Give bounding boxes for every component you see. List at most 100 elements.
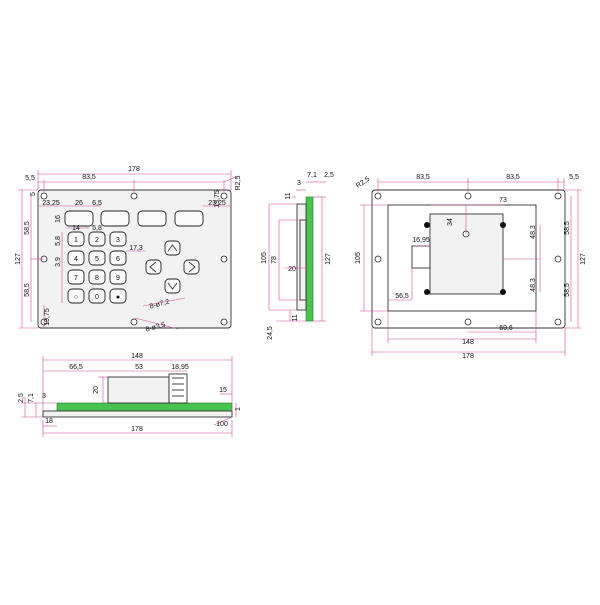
bottom-dimension-lines — [21, 356, 237, 437]
key-1-label: 1 — [74, 237, 78, 244]
front-key-gap-label: 5,8 — [55, 236, 62, 246]
arrow-up-icon — [167, 244, 178, 252]
bottom-dim-7-1-label: 7,1 — [28, 393, 35, 403]
bottom-dim-100-label: 100 — [216, 421, 228, 428]
back-standoffs — [424, 222, 506, 295]
side-thickness-3-label: 3 — [297, 180, 301, 187]
bottom-dim-66-5-label: 66,5 — [69, 364, 83, 371]
key-9 — [109, 269, 127, 285]
arrow-up-key — [164, 240, 181, 256]
front-plate — [37, 189, 232, 329]
arrow-right-key — [183, 259, 200, 275]
back-dim-34-label: 34 — [447, 218, 454, 226]
key-7 — [67, 269, 85, 285]
numeric-keypad: 1 2 3 4 5 6 7 8 9 ○ 0 ● — [67, 231, 127, 304]
back-dimension-lines — [360, 178, 582, 356]
back-dimension-labels: R2,5 83,5 83,5 5,5 73 34 16,95 48,3 48,3… — [355, 174, 587, 360]
arrow-down-icon — [167, 282, 178, 290]
side-dim-20-label: 20 — [288, 266, 296, 273]
back-view: R2,5 83,5 83,5 5,5 73 34 16,95 48,3 48,3… — [355, 174, 587, 360]
front-window-right-label: 23,25 — [208, 200, 226, 207]
bottom-dim-18-label: 18 — [45, 418, 53, 425]
key-8-label: 8 — [95, 275, 99, 282]
front-window-width-label: 26 — [75, 200, 83, 207]
side-dim-11-bottom-label: 11 — [292, 314, 299, 321]
back-dim-148-label: 148 — [462, 339, 474, 346]
front-key-pitch-v-label: 16 — [55, 215, 62, 223]
side-dim-24-5-label: 24,5 — [267, 326, 274, 340]
back-dim-48-3a-label: 48,3 — [530, 225, 537, 239]
back-dim-105-label: 105 — [355, 252, 362, 264]
key-8 — [88, 269, 106, 285]
cable-gland — [411, 245, 431, 269]
front-window-gap-label: 6,5 — [92, 200, 102, 207]
key-enter — [109, 288, 127, 304]
side-dimension-lines — [268, 181, 326, 322]
arrow-left-key — [145, 259, 162, 275]
bottom-dim-53-label: 53 — [135, 364, 143, 371]
bottom-view: 148 66,5 53 18,95 20 2,5 7,1 3 15 1 18 1… — [18, 353, 242, 437]
back-dim-127-label: 127 — [580, 253, 587, 265]
back-pitch-right-label: 83,5 — [506, 174, 520, 181]
bottom-dim-18-95-label: 18,95 — [171, 364, 189, 371]
side-dim-127-label: 127 — [325, 253, 332, 265]
back-dim-58-5b-label: 58,5 — [564, 283, 571, 297]
key-4-label: 4 — [74, 256, 78, 263]
key-0-label: 0 — [95, 294, 99, 301]
front-key-pitch-h-label: 14 — [72, 225, 80, 232]
back-dim-48-3b-label: 48,3 — [530, 278, 537, 292]
bottom-dim-15-label: 15 — [219, 387, 227, 394]
front-width-label: 178 — [128, 166, 140, 173]
side-dimension-labels: 7,1 3 2,5 11 105 78 20 127 11 24,5 — [261, 172, 334, 340]
side-dim-78-label: 78 — [271, 256, 278, 264]
back-mounting-holes — [374, 192, 562, 326]
controller-box — [429, 213, 504, 295]
bottom-pcb — [56, 402, 233, 412]
front-height-upper-label: 58,5 — [24, 221, 31, 235]
bottom-dim-3-label: 3 — [42, 393, 46, 400]
key-0 — [88, 288, 106, 304]
key-3 — [109, 231, 127, 247]
side-pcb — [305, 196, 314, 322]
front-dimension-lines — [18, 170, 239, 330]
key-enter-label: ● — [116, 294, 120, 301]
front-height-total-label: 127 — [15, 253, 22, 265]
back-dim-69-6-label: 69,6 — [499, 325, 513, 332]
bottom-dim-178-label: 178 — [131, 426, 143, 433]
bottom-dimension-labels: 148 66,5 53 18,95 20 2,5 7,1 3 15 1 18 1… — [18, 353, 242, 433]
key-4 — [67, 250, 85, 266]
back-edge-label: 5,5 — [569, 174, 579, 181]
back-dim-56-5-label: 56,5 — [395, 293, 409, 300]
side-thickness-2-label: 2,5 — [324, 172, 334, 179]
arrow-right-icon — [188, 261, 196, 273]
front-bottom-offset-label: 19,75 — [44, 308, 51, 326]
side-dim-105-label: 105 — [261, 252, 268, 264]
side-thickness-top-label: 7,1 — [307, 172, 317, 179]
key-7-label: 7 — [74, 275, 78, 282]
arrow-down-key — [164, 278, 181, 294]
back-dim-178-label: 178 — [462, 353, 474, 360]
front-key-small-label: 3,9 — [55, 257, 62, 267]
front-hole-pitch-label: 83,5 — [82, 174, 96, 181]
key-3-label: 3 — [116, 237, 120, 244]
key-9-label: 9 — [116, 275, 120, 282]
function-key-windows — [64, 210, 204, 227]
key-1 — [67, 231, 85, 247]
key-5-label: 5 — [95, 256, 99, 263]
bottom-dim-2-5-label: 2,5 — [18, 393, 25, 403]
key-6-label: 6 — [116, 256, 120, 263]
side-view: 7,1 3 2,5 11 105 78 20 127 11 24,5 — [261, 172, 334, 340]
front-window-left-label: 23,25 — [42, 200, 60, 207]
back-plate — [371, 189, 566, 329]
key-6 — [109, 250, 127, 266]
bottom-dim-1-label: 1 — [235, 407, 242, 411]
arrow-keypad — [145, 240, 200, 294]
bottom-plate — [42, 410, 233, 418]
back-dim-58-5a-label: 58,5 — [564, 221, 571, 235]
front-height-lower-label: 58,5 — [24, 283, 31, 297]
key-5 — [88, 250, 106, 266]
front-view: 1 2 3 4 5 6 7 8 9 ○ 0 ● — [15, 166, 242, 334]
front-edge-left-label: 5,5 — [25, 175, 35, 182]
bottom-cable-gland — [168, 373, 188, 404]
